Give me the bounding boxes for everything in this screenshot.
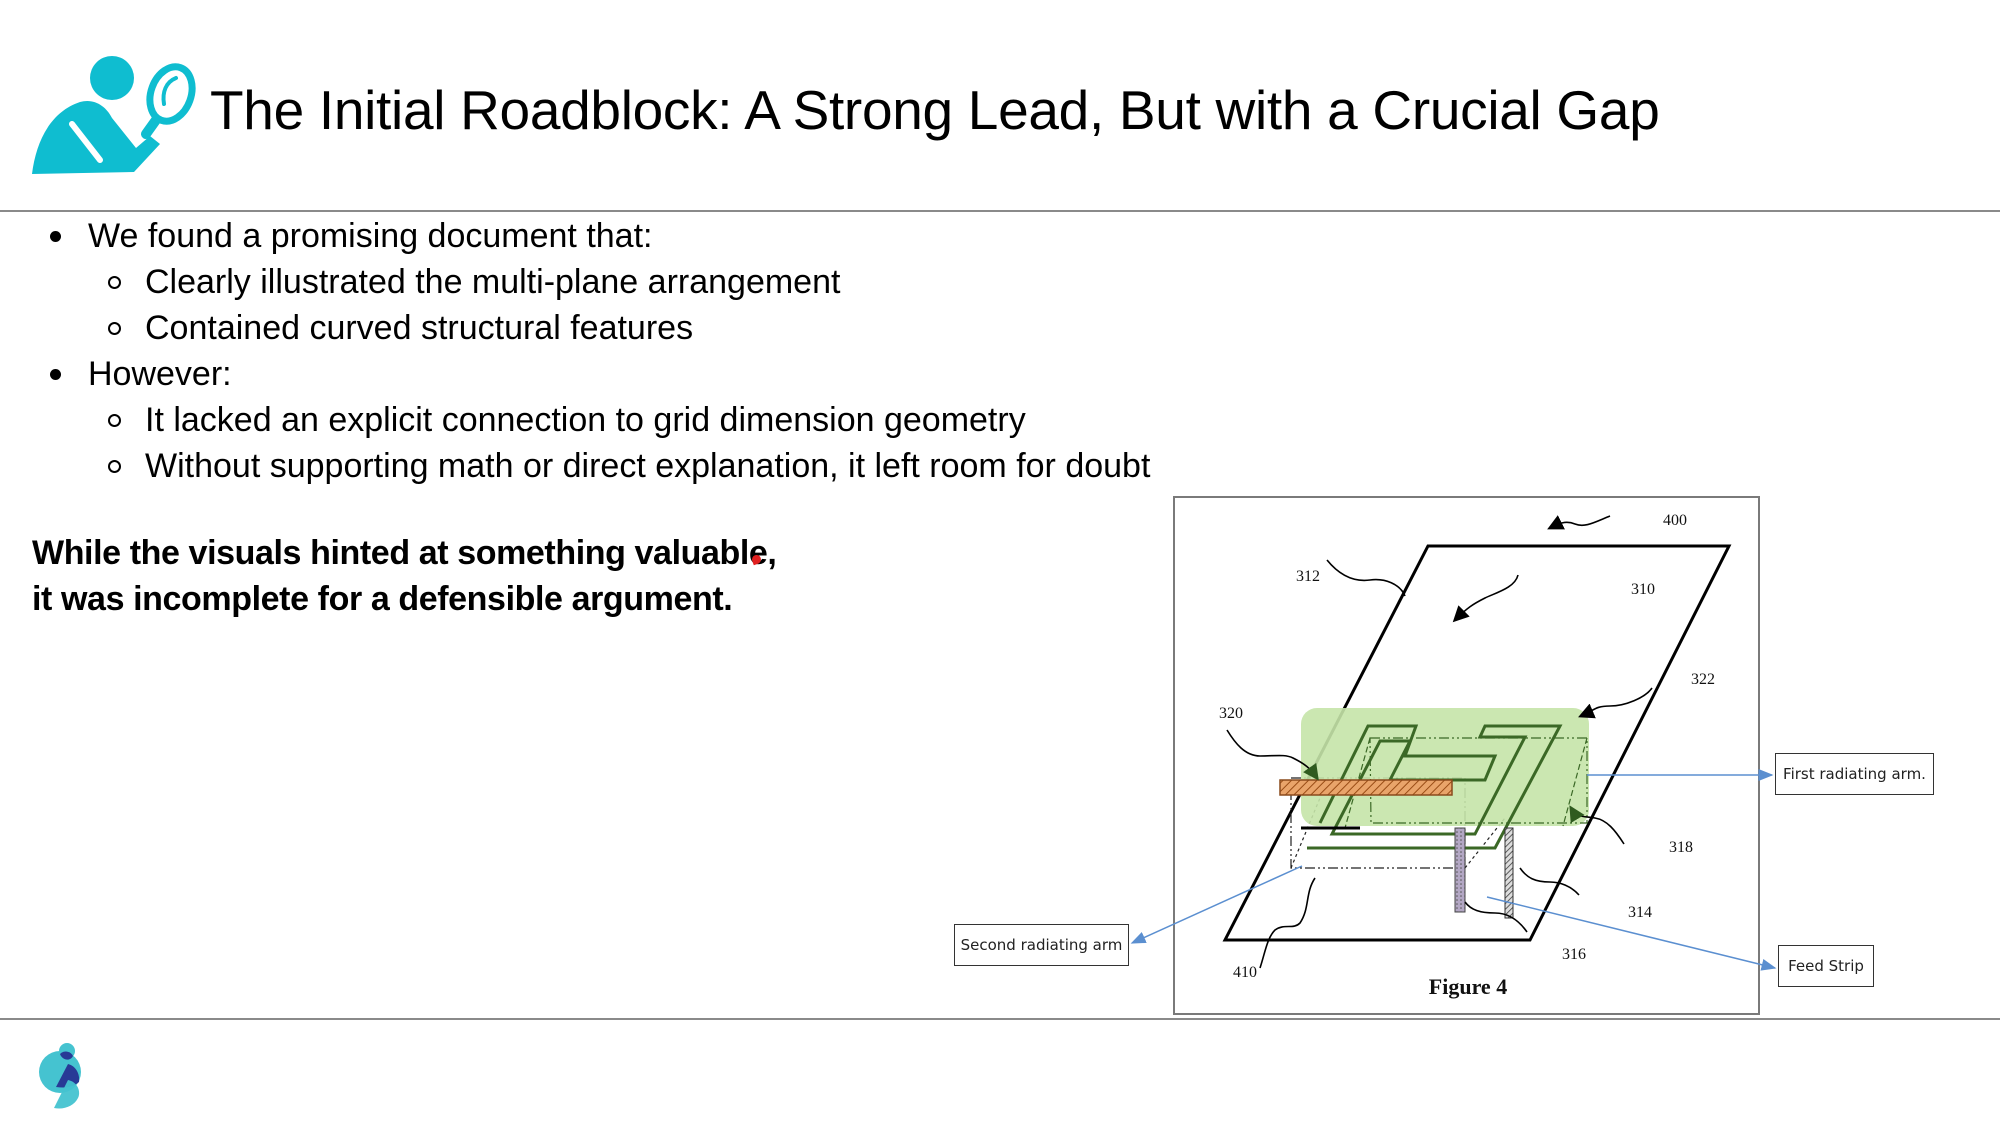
ref-label-410: 410 (1233, 964, 1257, 981)
sub-bullet-circle-icon (108, 414, 121, 427)
bullet-text: However: (88, 355, 232, 393)
sub-bullet-item: Without supporting math or direct explan… (0, 443, 1300, 489)
ref-label-312: 312 (1296, 568, 1320, 585)
key-takeaway-line-2: it was incomplete for a defensible argum… (32, 580, 733, 618)
annotation-first-radiating-arm: First radiating arm. (1775, 753, 1934, 795)
feed-strip-post (1454, 827, 1466, 913)
footer-divider (0, 1018, 2000, 1020)
bullet-list: We found a promising document that: Clea… (0, 213, 1300, 489)
ref-label-310: 310 (1631, 581, 1655, 598)
sub-bullet-text: Without supporting math or direct explan… (145, 447, 1151, 485)
sub-bullet-circle-icon (108, 322, 121, 335)
bullet-dot-icon (50, 231, 61, 242)
patent-figure: 400 310 312 320 322 318 314 316 410 Figu… (1173, 496, 1760, 1015)
person-magnifier-icon (28, 52, 196, 176)
ref-label-320: 320 (1219, 705, 1243, 722)
shorting-post (1504, 827, 1514, 919)
ref-label-314: 314 (1628, 904, 1652, 921)
annotation-second-radiating-arm: Second radiating arm (954, 924, 1129, 966)
sub-bullet-text: Clearly illustrated the multi-plane arra… (145, 263, 841, 301)
ref-label-400: 400 (1663, 512, 1687, 529)
sub-bullet-item: It lacked an explicit connection to grid… (0, 397, 1300, 443)
ref-label-322: 322 (1691, 671, 1715, 688)
sub-bullet-text: Contained curved structural features (145, 309, 694, 347)
ref-label-316: 316 (1562, 946, 1586, 963)
bullet-text: We found a promising document that: (88, 217, 653, 255)
page-title: The Initial Roadblock: A Strong Lead, Bu… (210, 79, 1660, 141)
key-takeaway: While the visuals hinted at something va… (32, 530, 777, 622)
figure-caption: Figure 4 (1429, 974, 1507, 999)
sub-bullet-item: Clearly illustrated the multi-plane arra… (0, 259, 1300, 305)
header-divider (0, 210, 2000, 212)
second-radiating-arm-strip (1279, 779, 1453, 796)
sub-bullet-text: It lacked an explicit connection to grid… (145, 401, 1026, 439)
key-takeaway-line-1: While the visuals hinted at something va… (32, 534, 777, 572)
sub-bullet-item: Contained curved structural features (0, 305, 1300, 351)
ref-label-318: 318 (1669, 839, 1693, 856)
bullet-dot-icon (50, 369, 61, 380)
sub-bullet-circle-icon (108, 276, 121, 289)
bullet-item: However: (0, 351, 1300, 397)
bullet-item: We found a promising document that: (0, 213, 1300, 259)
sub-bullet-circle-icon (108, 460, 121, 473)
company-logo-icon (38, 1042, 90, 1110)
annotation-feed-strip: Feed Strip (1778, 945, 1874, 987)
